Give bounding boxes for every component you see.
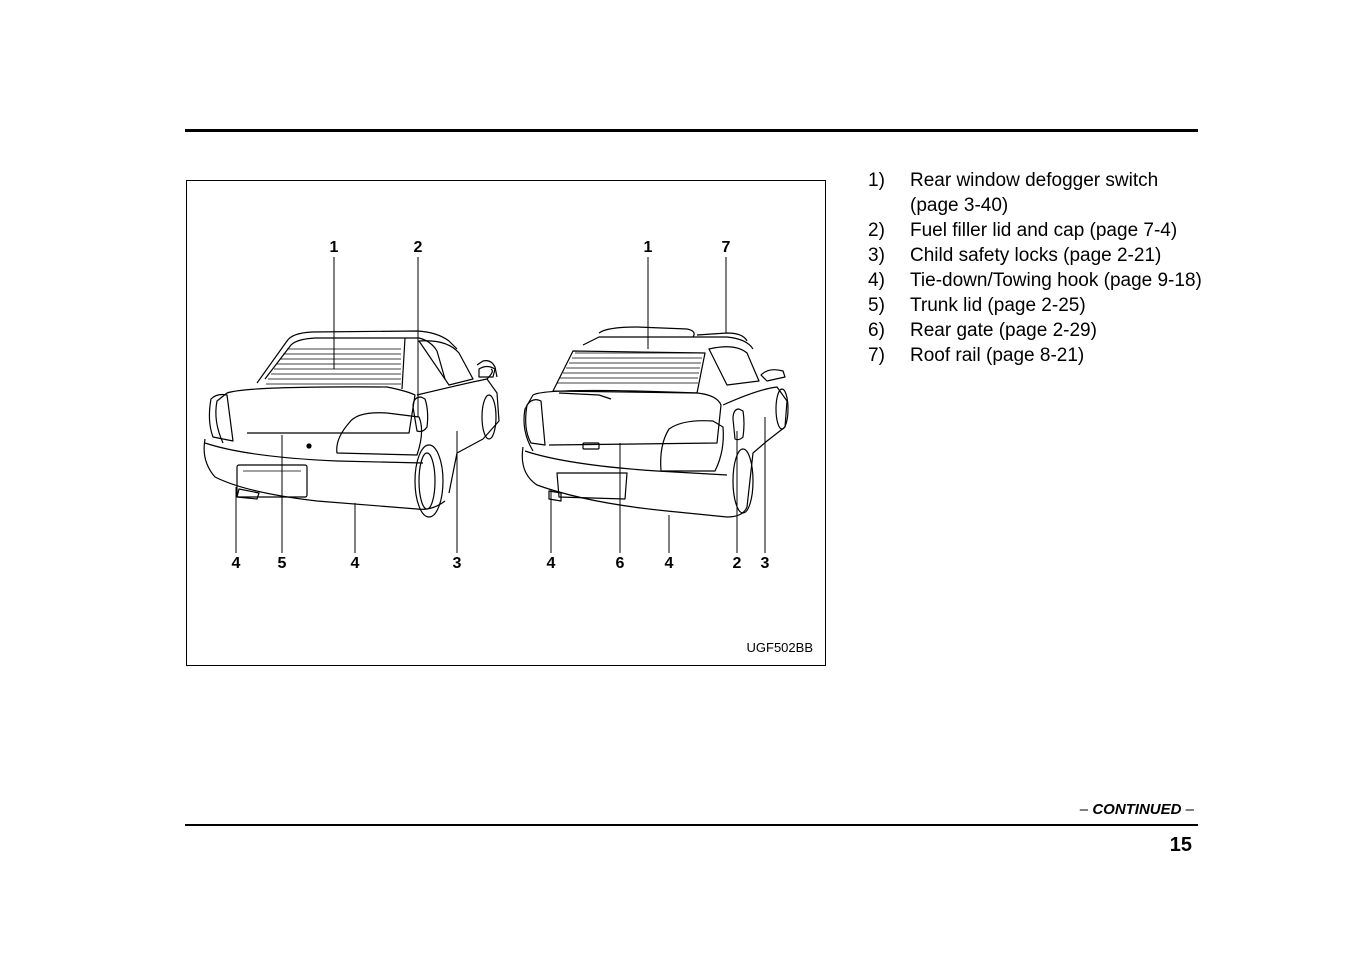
legend-number: 4) — [868, 270, 885, 291]
legend-text: Rear gate (page 2-29) — [910, 320, 1097, 341]
callout-wagon-fuel-lid: 2 — [732, 555, 742, 572]
callout-wagon-rear-gate: 6 — [615, 555, 625, 572]
legend-item: 1) Rear window defogger switch (page 3-40… — [868, 168, 1203, 218]
figure-code: UGF502BB — [746, 640, 813, 655]
callout-sedan-tow-hook-right: 4 — [350, 555, 360, 572]
legend-item: 2) Fuel filler lid and cap (page 7-4) — [868, 218, 1203, 243]
legend-text: Child safety locks (page 2-21) — [910, 245, 1162, 266]
legend-item: 7) Roof rail (page 8-21) — [868, 343, 1203, 368]
callout-leaders — [235, 257, 766, 553]
legend-text: Tie-down/Towing hook (page 9-18) — [910, 270, 1202, 291]
legend-text: Rear window defogger switch (page 3-40) — [910, 170, 1159, 216]
legend-number: 3) — [868, 245, 885, 266]
vehicle-rear-illustration: 1 2 4 5 4 3 1 7 4 6 4 2 3 UGF502BB — [186, 180, 826, 666]
legend-number: 5) — [868, 295, 885, 316]
vehicle-drawing — [203, 257, 789, 553]
legend-text: Trunk lid (page 2-25) — [910, 295, 1086, 316]
legend-item: 4) Tie-down/Towing hook (page 9-18) — [868, 268, 1203, 293]
legend-text: Fuel filler lid and cap (page 7-4) — [910, 220, 1178, 241]
sedan-drawing — [203, 330, 500, 518]
callout-sedan-child-lock: 3 — [452, 555, 462, 572]
callout-sedan-tow-hook-left: 4 — [231, 555, 241, 572]
callout-wagon-defogger: 1 — [643, 239, 653, 256]
callout-wagon-roof-rail: 7 — [721, 239, 731, 256]
footer-rule — [185, 824, 1198, 826]
callout-sedan-defogger: 1 — [329, 239, 339, 256]
continued-text: CONTINUED — [1092, 801, 1182, 818]
continued-dash-right: – — [1185, 801, 1194, 818]
legend-list: 1) Rear window defogger switch (page 3-40… — [868, 168, 1203, 368]
continued-dash-left: – — [1079, 801, 1089, 818]
callout-sedan-trunk-lid: 5 — [277, 555, 287, 572]
header-rule — [185, 129, 1198, 132]
legend-item: 3) Child safety locks (page 2-21) — [868, 243, 1203, 268]
page-number: 15 — [1169, 834, 1192, 856]
callout-sedan-fuel-lid: 2 — [413, 239, 423, 256]
continued-notice: – CONTINUED – — [1080, 801, 1194, 818]
legend-number: 7) — [868, 345, 885, 366]
legend-number: 6) — [868, 320, 885, 341]
legend-number: 2) — [868, 220, 885, 241]
legend-number: 1) — [868, 170, 885, 191]
legend-item: 6) Rear gate (page 2-29) — [868, 318, 1203, 343]
callout-wagon-child-lock: 3 — [760, 555, 770, 572]
legend-text: Roof rail (page 8-21) — [910, 345, 1085, 366]
callout-wagon-tow-hook-left: 4 — [546, 555, 556, 572]
wagon-drawing — [521, 326, 789, 518]
callout-wagon-tow-hook-right: 4 — [664, 555, 674, 572]
legend-item: 5) Trunk lid (page 2-25) — [868, 293, 1203, 318]
